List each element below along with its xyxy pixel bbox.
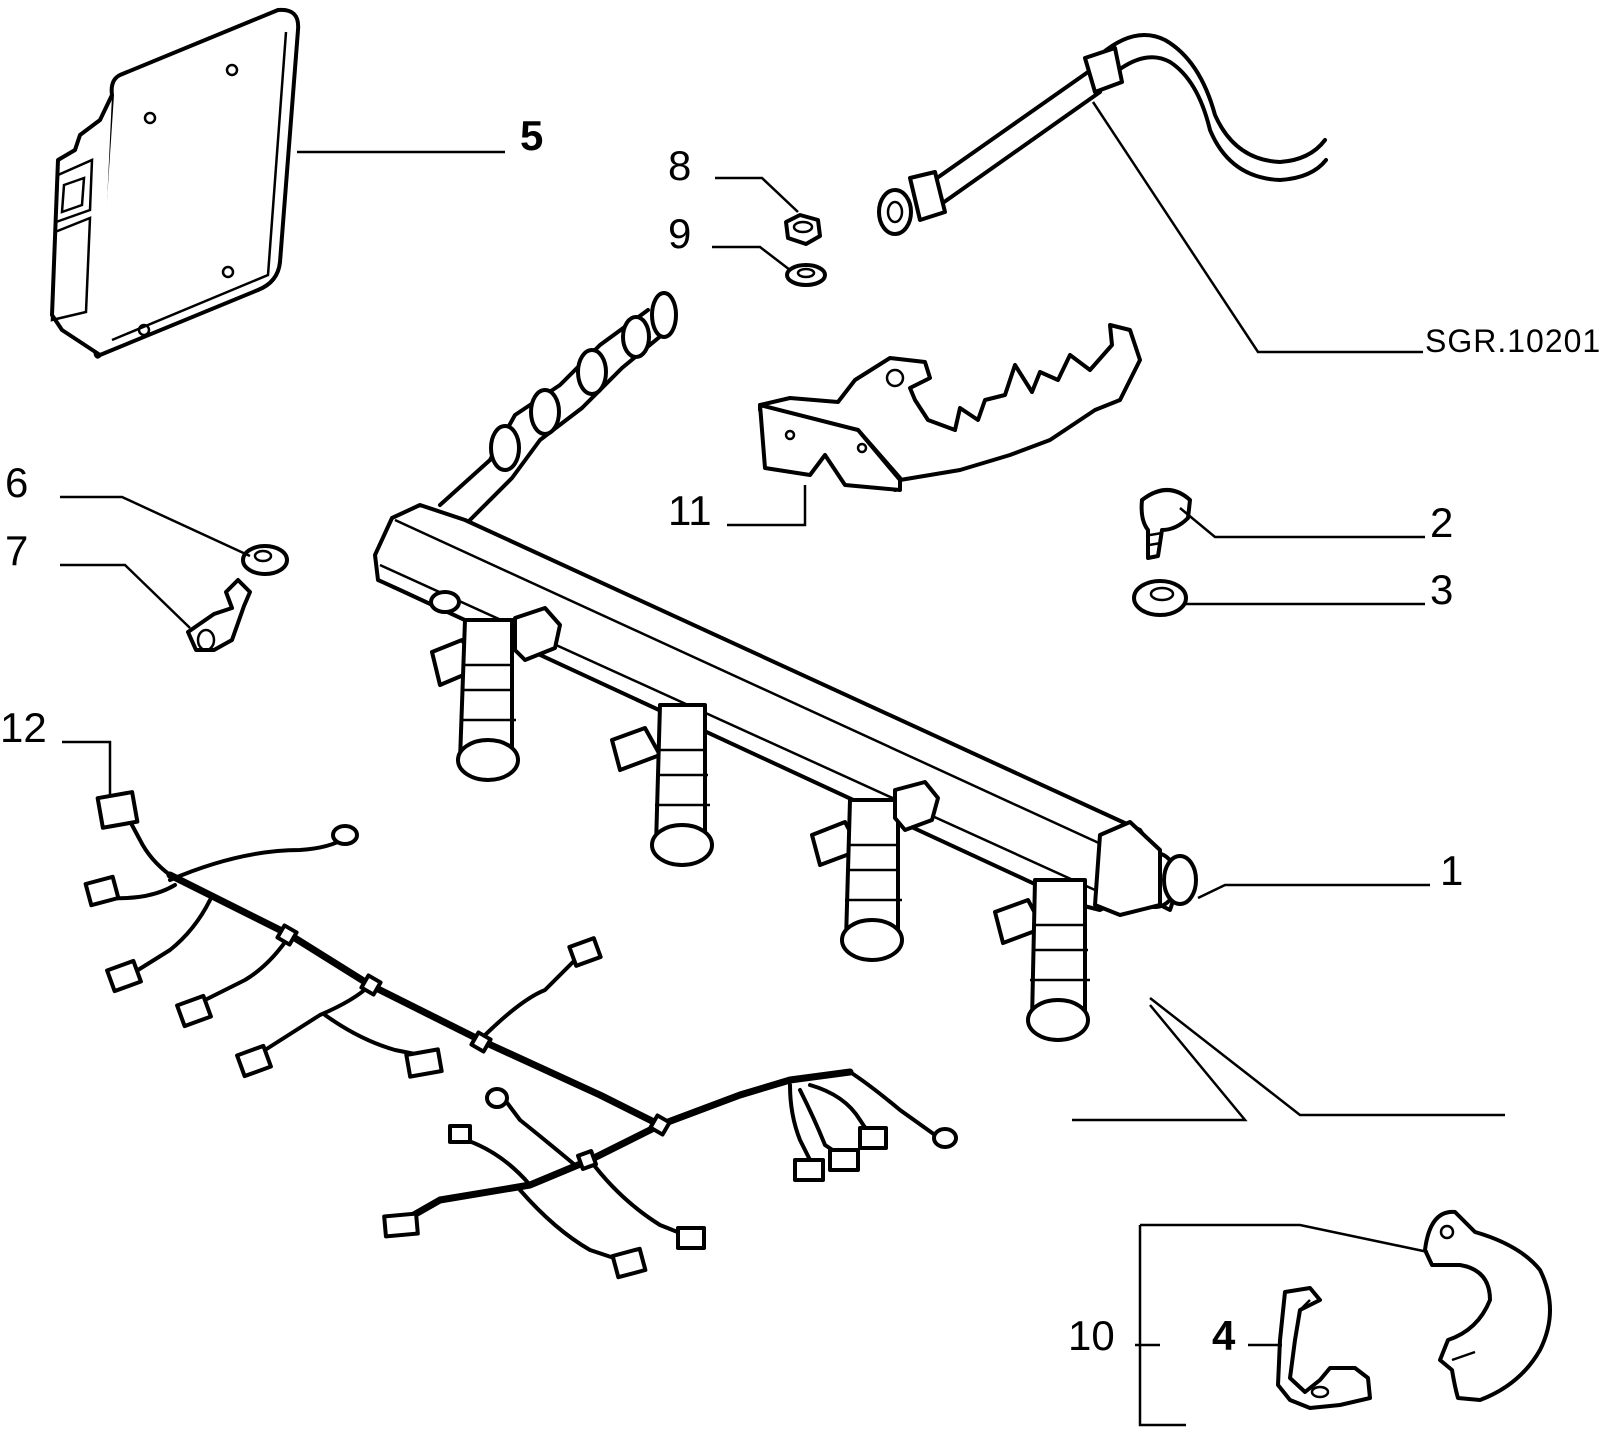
callout-1: 1 <box>1440 847 1463 894</box>
callout-7: 7 <box>5 527 28 574</box>
callout-10: 10 <box>1068 1312 1115 1359</box>
fuel-hose-part <box>877 33 1328 236</box>
callout-2: 2 <box>1430 499 1453 546</box>
bolt-part <box>186 578 252 652</box>
washer-part-3 <box>1132 579 1188 617</box>
nut-part <box>784 213 822 246</box>
fuel-rail-part <box>373 291 1198 1042</box>
sensor-part <box>1423 1209 1552 1402</box>
callout-labels: 5 8 9 SGR.10201 11 2 3 6 7 12 1 10 4 <box>0 112 1601 1359</box>
callout-8: 8 <box>668 142 691 189</box>
callout-6: 6 <box>5 459 28 506</box>
callout-3: 3 <box>1430 566 1453 613</box>
clip-part <box>1276 1286 1372 1410</box>
drawing-code: SGR.10201 <box>1425 323 1601 359</box>
leader-lines <box>60 101 1505 1427</box>
callout-4: 4 <box>1212 1312 1236 1359</box>
bracket-part <box>758 323 1142 492</box>
callout-9: 9 <box>668 210 691 257</box>
wiring-harness-part <box>83 790 958 1280</box>
callout-12: 12 <box>0 704 47 751</box>
washer-part-9 <box>785 263 827 287</box>
screw-part <box>1139 488 1192 560</box>
callout-11: 11 <box>668 487 712 534</box>
washer-part-6 <box>241 544 289 576</box>
callout-5: 5 <box>520 112 543 159</box>
control-unit-part <box>50 7 301 359</box>
